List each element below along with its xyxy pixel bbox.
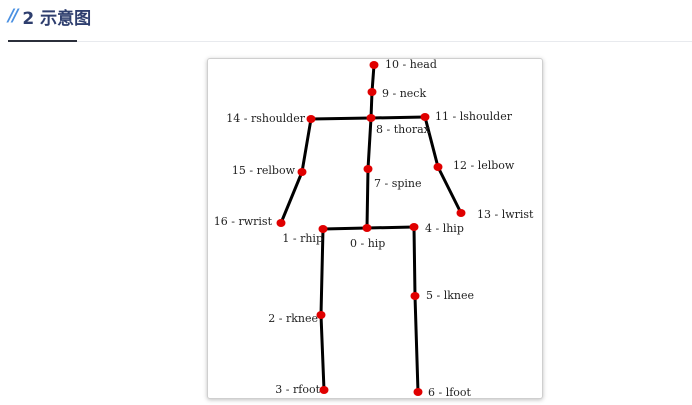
joint-5 — [410, 292, 420, 300]
section-title: 2 示意图 — [22, 8, 92, 29]
joint-1 — [318, 225, 328, 233]
bone-8-14 — [309, 116, 373, 121]
joint-10 — [369, 61, 379, 69]
bone-0-7 — [365, 167, 370, 230]
bone-8-9 — [369, 90, 374, 120]
joint-label-8: 8 - thorax — [376, 123, 431, 136]
joint-14 — [306, 115, 316, 123]
section-title-underline — [8, 40, 77, 42]
bone-7-8 — [366, 116, 373, 171]
bone-0-1 — [321, 226, 369, 231]
bone-0-4 — [365, 225, 416, 230]
joint-label-2: 2 - rknee — [268, 312, 318, 325]
section-header: // 2 示意图 — [8, 3, 91, 29]
skeleton-diagram-card: 0 - hip 1 - rhip 2 - rknee 3 - rfoot 4 - lhi… — [207, 58, 543, 399]
bone-11-12 — [423, 115, 440, 169]
skeleton-diagram: 0 - hip 1 - rhip 2 - rknee 3 - rfoot 4 - lhi… — [214, 59, 534, 398]
joint-label-1: 1 - rhip — [282, 232, 323, 245]
section-slash-icon: // — [8, 6, 19, 26]
joint-label-14: 14 - rshoulder — [226, 112, 305, 125]
bone-8-11 — [369, 115, 427, 120]
joint-label-12: 12 - lelbow — [453, 159, 515, 172]
joint-label-9: 9 - neck — [382, 87, 426, 100]
joint-label-11: 11 - lshoulder — [435, 110, 513, 123]
joint-label-16: 16 - rwrist — [214, 215, 273, 228]
joint-label-3: 3 - rfoot — [275, 383, 320, 396]
joint-label-13: 13 - lwrist — [477, 208, 534, 221]
joint-label-0: 0 - hip — [350, 237, 385, 250]
bone-2-3 — [319, 313, 326, 392]
joint-15 — [297, 168, 307, 176]
joint-9 — [367, 88, 377, 96]
joint-12 — [433, 163, 443, 171]
joint-6 — [413, 388, 423, 396]
joint-label-10: 10 - head — [385, 59, 437, 71]
bone-1-2 — [319, 227, 325, 317]
joint-13 — [456, 209, 466, 217]
joint-8 — [366, 114, 376, 122]
joint-label-6: 6 - lfoot — [428, 386, 472, 398]
joint-label-15: 15 - relbow — [232, 164, 296, 177]
bone-9-10 — [370, 63, 376, 94]
joint-4 — [409, 223, 419, 231]
bone-15-16 — [279, 170, 304, 225]
joint-label-7: 7 - spine — [374, 177, 422, 190]
bone-5-6 — [413, 294, 420, 394]
joint-0 — [362, 224, 372, 232]
bone-4-5 — [412, 225, 417, 298]
bone-14-15 — [300, 117, 313, 174]
joint-7 — [363, 165, 373, 173]
joint-11 — [420, 113, 430, 121]
joint-label-4: 4 - lhip — [425, 222, 464, 235]
joint-label-5: 5 - lknee — [426, 289, 474, 302]
joint-3 — [319, 386, 329, 394]
section-divider — [8, 41, 692, 42]
joint-2 — [316, 311, 326, 319]
bone-12-13 — [436, 165, 463, 215]
joint-16 — [276, 219, 286, 227]
